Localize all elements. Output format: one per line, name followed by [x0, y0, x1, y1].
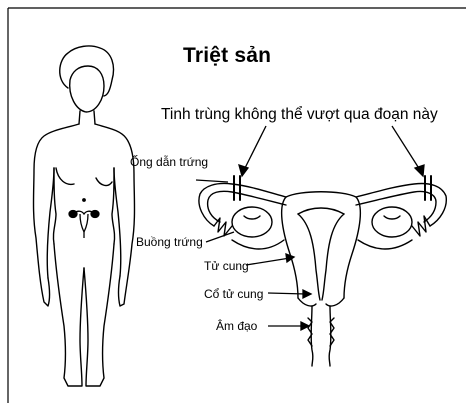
body-uterus-icon: [69, 211, 99, 239]
label-uterus: Tử cung: [204, 260, 249, 272]
body-outline: [34, 46, 135, 386]
page-title: Triệt sản: [183, 44, 271, 68]
callout-label: Tinh trùng không thể vượt qua đoạn này: [161, 106, 438, 124]
label-cervix: Cổ tử cung: [204, 288, 263, 300]
left-ovary: [232, 207, 272, 237]
label-oviduct: Ống dẫn trứng: [130, 156, 208, 168]
right-ovary: [372, 207, 412, 237]
label-ovary: Buồng trứng: [136, 236, 203, 248]
head: [70, 66, 104, 112]
label-vagina: Âm đạo: [216, 320, 257, 332]
cervix: [298, 298, 344, 306]
right-oviduct: [356, 184, 446, 227]
hair: [60, 46, 114, 96]
left-oviduct: [199, 183, 286, 226]
